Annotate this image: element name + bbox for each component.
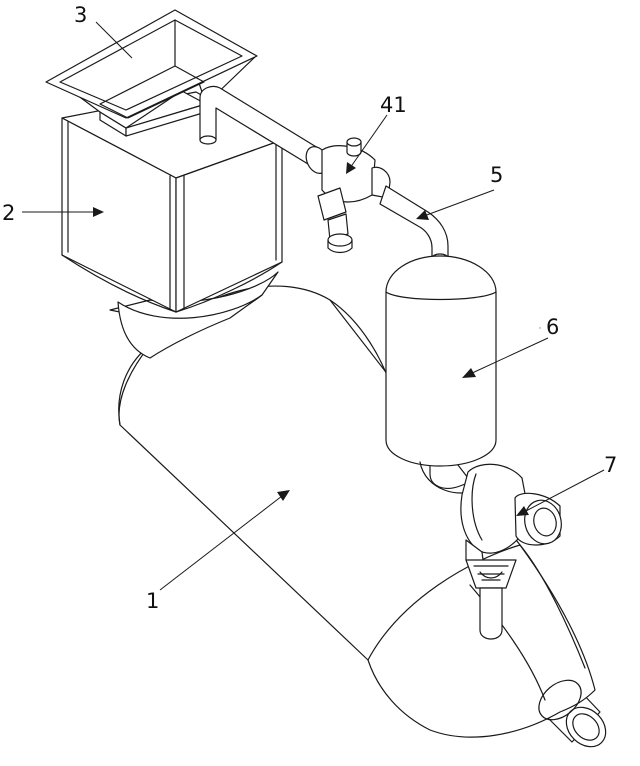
canister [385, 255, 497, 494]
leader-1 [159, 495, 283, 591]
pipe [379, 185, 449, 263]
arrowhead-6 [462, 368, 476, 378]
leader-3 [95, 21, 133, 59]
upper-pipe [199, 85, 319, 165]
leader-6 [469, 337, 549, 375]
arrowhead-7 [516, 506, 529, 516]
arrowhead-5 [416, 210, 429, 220]
arrowhead-1 [277, 490, 290, 501]
arrowhead-41 [346, 162, 356, 174]
label-1: 1 [146, 589, 159, 613]
leader-41 [349, 114, 388, 169]
reference-numerals: 3 2 41 5 6 7 1 [2, 3, 617, 613]
label-2: 2 [2, 201, 15, 225]
label-41: 41 [380, 93, 407, 117]
hopper [45, 9, 258, 137]
label-5: 5 [490, 163, 503, 187]
leader-5 [423, 189, 495, 217]
label-6: 6 [546, 315, 559, 339]
leaders [22, 21, 605, 591]
valve [305, 137, 391, 254]
tank [118, 285, 607, 748]
label-3: 3 [74, 3, 87, 27]
label-7: 7 [604, 453, 617, 477]
arrowhead-2 [93, 207, 104, 217]
fan [460, 327, 562, 640]
leader-7 [523, 469, 605, 513]
